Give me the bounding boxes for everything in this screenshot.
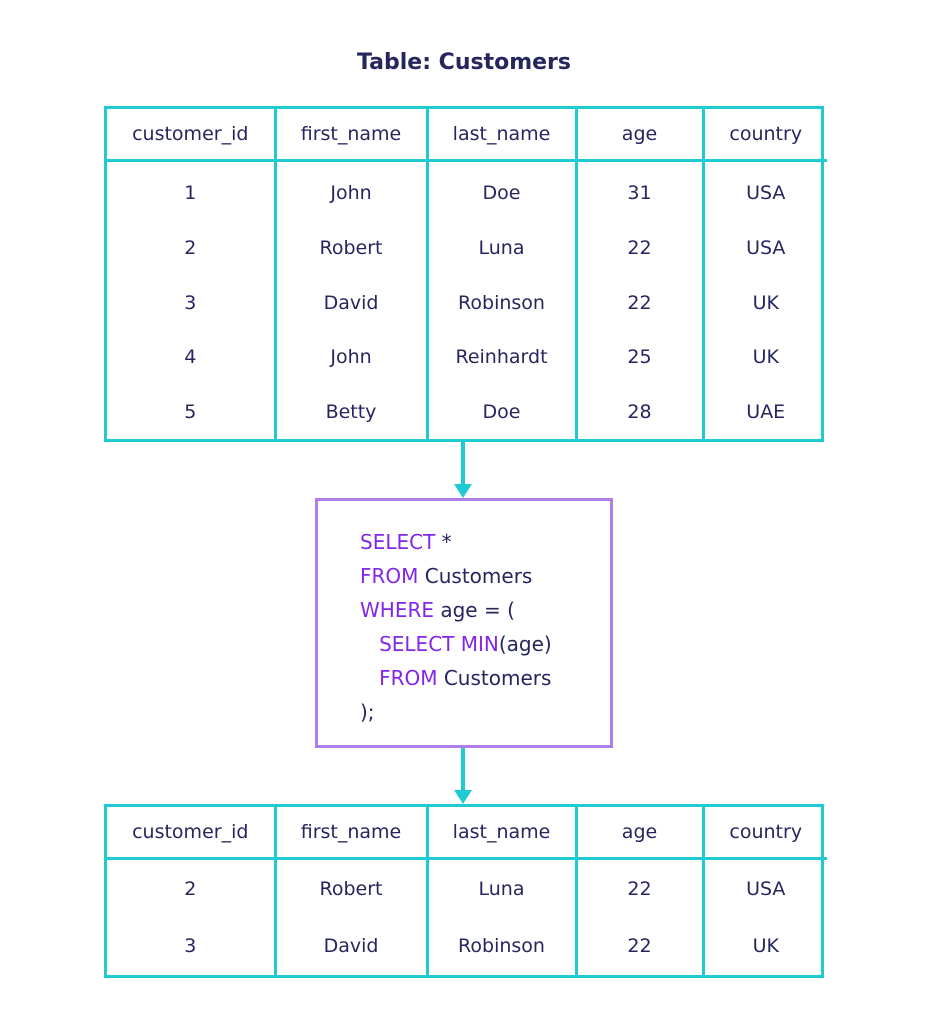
table-cell-age: 22 (574, 858, 703, 918)
table-cell-customer-id: 5 (184, 400, 197, 423)
sql-text: * (435, 530, 452, 554)
sql-indent (360, 632, 379, 656)
sql-text: Customers (418, 564, 533, 588)
sql-line: SELECT * (360, 525, 552, 559)
page-title: Table: Customers (356, 50, 571, 75)
sql-indent (360, 666, 379, 690)
sql-keyword: FROM (360, 564, 419, 588)
result-table: customer_id first_name last_name age cou… (104, 804, 827, 978)
table-cell-first-name: David (273, 917, 427, 975)
sql-text: (age) (498, 632, 552, 656)
table-cell-age: 22 (574, 275, 703, 330)
table-cell-customer-id: 2 (184, 236, 197, 259)
sql-keyword: SELECT (360, 530, 436, 554)
sql-line: FROM Customers (360, 661, 552, 695)
column-header-last-name: last_name (425, 109, 576, 162)
table-cell-customer-id: 3 (184, 935, 197, 958)
sql-line: ); (360, 695, 552, 729)
table-cell-last-name: Robinson (425, 275, 576, 330)
column-header-first-name: first_name (273, 109, 427, 162)
arrow-down-icon (454, 748, 472, 804)
table-cell-country: UK (701, 275, 827, 330)
table-cell-age: 28 (574, 384, 703, 439)
sql-line: FROM Customers (360, 559, 552, 593)
sql-line: WHERE age = ( (360, 593, 552, 627)
table-cell-age: 31 (574, 160, 703, 221)
table-cell-first-name: Robert (273, 220, 427, 276)
table-cell-first-name: John (273, 160, 427, 221)
sql-text: age = ( (433, 598, 515, 622)
table-cell-first-name: David (273, 275, 427, 330)
column-header-age: age (574, 807, 703, 860)
table-cell-customer-id: 4 (184, 346, 197, 369)
table-cell-first-name: John (273, 329, 427, 385)
sql-text: ); (360, 700, 375, 724)
column-header-age: age (574, 109, 703, 162)
table-cell-last-name: Reinhardt (425, 329, 576, 385)
table-cell-customer-id: 3 (184, 291, 197, 314)
table-cell-age: 25 (574, 329, 703, 385)
column-header-last-name: last_name (425, 807, 576, 860)
arrow-down-icon (454, 442, 472, 498)
customers-table: customer_id first_name last_name age cou… (104, 106, 827, 442)
table-cell-customer-id: 2 (184, 877, 197, 900)
sql-keyword: FROM (379, 666, 438, 690)
table-cell-first-name: Betty (273, 384, 427, 439)
table-cell-last-name: Doe (425, 160, 576, 221)
table-cell-age: 22 (574, 220, 703, 276)
table-cell-country: UK (701, 329, 827, 385)
table-cell-country: USA (701, 220, 827, 276)
table-cell-last-name: Luna (425, 858, 576, 918)
table-cell-age: 22 (574, 917, 703, 975)
table-cell-customer-id: 1 (184, 182, 197, 205)
table-cell-country: USA (701, 160, 827, 221)
column-header-customer-id: customer_id (107, 109, 275, 162)
table-cell-first-name: Robert (273, 858, 427, 918)
table-cell-last-name: Robinson (425, 917, 576, 975)
table-cell-country: USA (701, 858, 827, 918)
sql-keyword: WHERE (360, 598, 434, 622)
table-cell-country: UAE (701, 384, 827, 439)
column-header-country: country (701, 109, 827, 162)
table-cell-last-name: Luna (425, 220, 576, 276)
sql-line: SELECT MIN(age) (360, 627, 552, 661)
column-header-customer-id: customer_id (107, 807, 275, 860)
table-cell-country: UK (701, 917, 827, 975)
column-header-first-name: first_name (273, 807, 427, 860)
table-cell-last-name: Doe (425, 384, 576, 439)
column-header-country: country (701, 807, 827, 860)
sql-text: Customers (437, 666, 552, 690)
sql-keyword: SELECT MIN (379, 632, 499, 656)
